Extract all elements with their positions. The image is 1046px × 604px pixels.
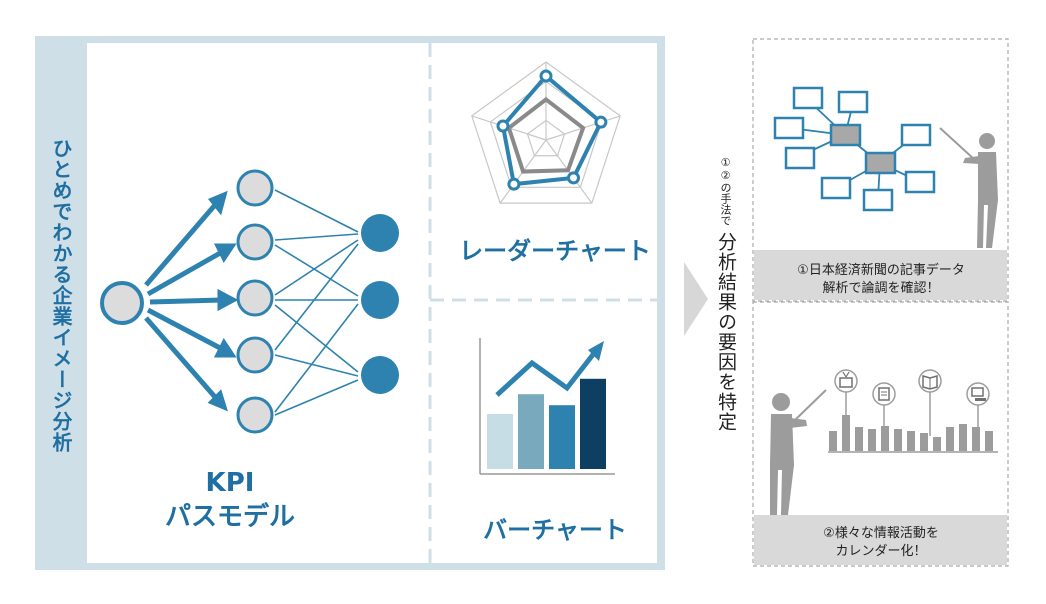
radar-grid-ring bbox=[471, 61, 621, 204]
article-network bbox=[773, 86, 936, 212]
next-arrow bbox=[684, 262, 708, 336]
activity-bar bbox=[881, 426, 889, 451]
radar-point bbox=[496, 119, 510, 133]
calendar-icon bbox=[878, 387, 890, 401]
panel-calendar-caption-bg bbox=[754, 515, 1007, 565]
radar-grid-ring bbox=[526, 119, 566, 157]
presenter-icon bbox=[939, 127, 998, 248]
activity-bar bbox=[855, 427, 863, 451]
presenter-icon bbox=[770, 389, 827, 515]
trend-arrowhead bbox=[588, 341, 604, 361]
radar-point bbox=[539, 69, 553, 83]
kpi-model-title: KPI パスモデル bbox=[160, 466, 300, 534]
computer-icon bbox=[971, 387, 986, 401]
hidden-node bbox=[236, 336, 274, 374]
panel-calendar-caption: ②様々な情報活動を カレンダー化！ bbox=[756, 525, 1006, 561]
radar-point bbox=[594, 115, 608, 129]
activity-bar bbox=[920, 433, 928, 451]
panel-calendar-caption-line1: ②様々な情報活動を bbox=[823, 526, 939, 541]
kpi-title-line1: KPI bbox=[205, 468, 255, 498]
kpi-title-line2: パスモデル bbox=[164, 502, 295, 532]
hidden-node bbox=[236, 396, 274, 434]
method-label-main: 分析結果の要因を特定 bbox=[715, 232, 737, 432]
activity-bar bbox=[829, 431, 837, 451]
kpi-path-model bbox=[100, 169, 399, 434]
bar bbox=[580, 378, 606, 469]
side-label: ひとめでわかる企業イメージ分析 bbox=[49, 138, 73, 453]
activity-bar bbox=[842, 415, 850, 451]
radar-point bbox=[507, 177, 521, 191]
radar-chart bbox=[471, 61, 621, 204]
bar-chart-title: バーチャート bbox=[483, 516, 627, 544]
hidden-node bbox=[236, 279, 274, 317]
activity-bar bbox=[894, 429, 902, 451]
output-node bbox=[361, 214, 399, 252]
output-node bbox=[361, 281, 399, 319]
activity-bar bbox=[959, 424, 967, 451]
hidden-node bbox=[236, 223, 274, 261]
radar-series-secondary bbox=[506, 96, 586, 174]
panel-calendar-caption-line2: カレンダー化！ bbox=[835, 544, 927, 559]
panel-news-caption: ①日本経済新聞の記事データ 解析で論調を確認！ bbox=[756, 262, 1006, 298]
bar bbox=[518, 394, 544, 469]
hidden-node bbox=[236, 169, 274, 207]
radar-chart-title: レーダーチャート bbox=[459, 237, 651, 265]
activity-bar bbox=[868, 429, 876, 451]
tv-icon bbox=[839, 371, 853, 388]
panel-news-caption-line1: ①日本経済新聞の記事データ bbox=[797, 263, 965, 278]
panel-news-caption-line2: 解析で論調を確認！ bbox=[822, 281, 940, 296]
activity-calendar bbox=[829, 415, 993, 451]
bar-chart bbox=[479, 338, 615, 475]
activity-bar bbox=[985, 431, 993, 451]
output-node bbox=[361, 356, 399, 394]
activity-bar bbox=[907, 431, 915, 451]
activity-bar bbox=[946, 427, 954, 451]
method-label-small: ①②の手法で bbox=[719, 156, 732, 226]
bar bbox=[487, 414, 513, 469]
activity-bar bbox=[972, 427, 980, 451]
trend-arrow bbox=[495, 350, 597, 397]
bar bbox=[549, 405, 575, 469]
radar-point bbox=[567, 171, 581, 185]
activity-bar bbox=[933, 437, 941, 451]
newspaper-icon bbox=[922, 375, 938, 390]
source-node bbox=[100, 281, 144, 325]
radar-series-primary bbox=[500, 73, 604, 187]
panel-news-caption-bg bbox=[754, 250, 1007, 300]
